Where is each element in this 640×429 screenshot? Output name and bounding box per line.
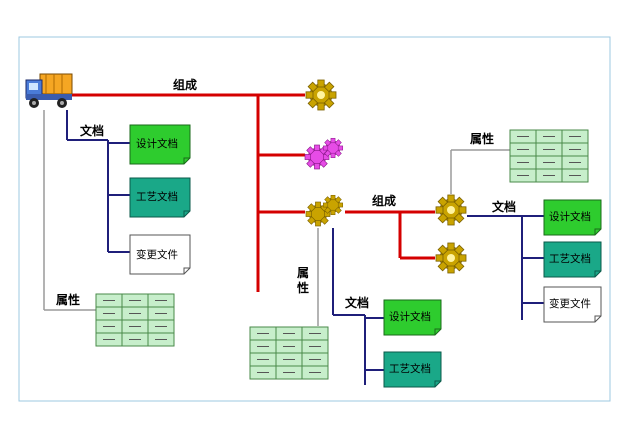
dump-truck-icon <box>25 73 73 108</box>
doc-design-mid[interactable]: 设计文档 <box>383 299 442 336</box>
gear-icon-sub-2[interactable] <box>435 242 467 274</box>
label-compose-mid: 组成 <box>372 193 396 208</box>
doc-change-left-label: 变更文件 <box>136 248 178 261</box>
doc-design-right[interactable]: 设计文档 <box>543 199 602 236</box>
doc-change-right-label: 变更文件 <box>549 297 591 310</box>
doc-process-right-label: 工艺文档 <box>549 252 591 265</box>
doc-design-right-label: 设计文档 <box>549 210 591 223</box>
attribute-table-icon-left <box>95 293 175 347</box>
doc-design-left[interactable]: 设计文档 <box>129 124 191 165</box>
composition-lines <box>72 93 435 292</box>
label-docs-mid: 文档 <box>345 295 369 310</box>
label-attr-right: 属性 <box>470 131 494 146</box>
doc-process-mid[interactable]: 工艺文档 <box>383 351 442 388</box>
gear-icon-sub-1[interactable] <box>435 194 467 226</box>
doc-process-left[interactable]: 工艺文档 <box>129 177 191 218</box>
doc-process-mid-label: 工艺文档 <box>389 362 431 375</box>
label-docs-right: 文档 <box>492 199 516 214</box>
gear-icon-assembly[interactable] <box>305 194 344 227</box>
right-doc-lines <box>467 215 544 320</box>
label-attr-mid-2: 性 <box>296 280 309 295</box>
doc-change-left[interactable]: 变更文件 <box>129 234 191 275</box>
gear-icon-pink-pair[interactable] <box>304 137 344 170</box>
doc-process-left-label: 工艺文档 <box>136 190 178 203</box>
doc-change-right[interactable]: 变更文件 <box>543 286 602 323</box>
gear-icon-top[interactable] <box>305 79 337 111</box>
label-compose-top: 组成 <box>173 77 197 92</box>
doc-process-right[interactable]: 工艺文档 <box>543 241 602 278</box>
label-attr-mid-1: 属 <box>297 266 309 280</box>
attribute-table-icon-mid <box>249 326 329 380</box>
attribute-table-icon-right <box>509 129 589 183</box>
doc-design-mid-label: 设计文档 <box>389 310 431 323</box>
label-attr-left: 属性 <box>56 292 80 307</box>
mid-doc-lines <box>332 228 384 385</box>
doc-design-left-label: 设计文档 <box>136 137 178 150</box>
left-doc-lines <box>66 110 130 253</box>
label-docs-left: 文档 <box>80 123 104 138</box>
diagram-frame <box>18 36 611 402</box>
